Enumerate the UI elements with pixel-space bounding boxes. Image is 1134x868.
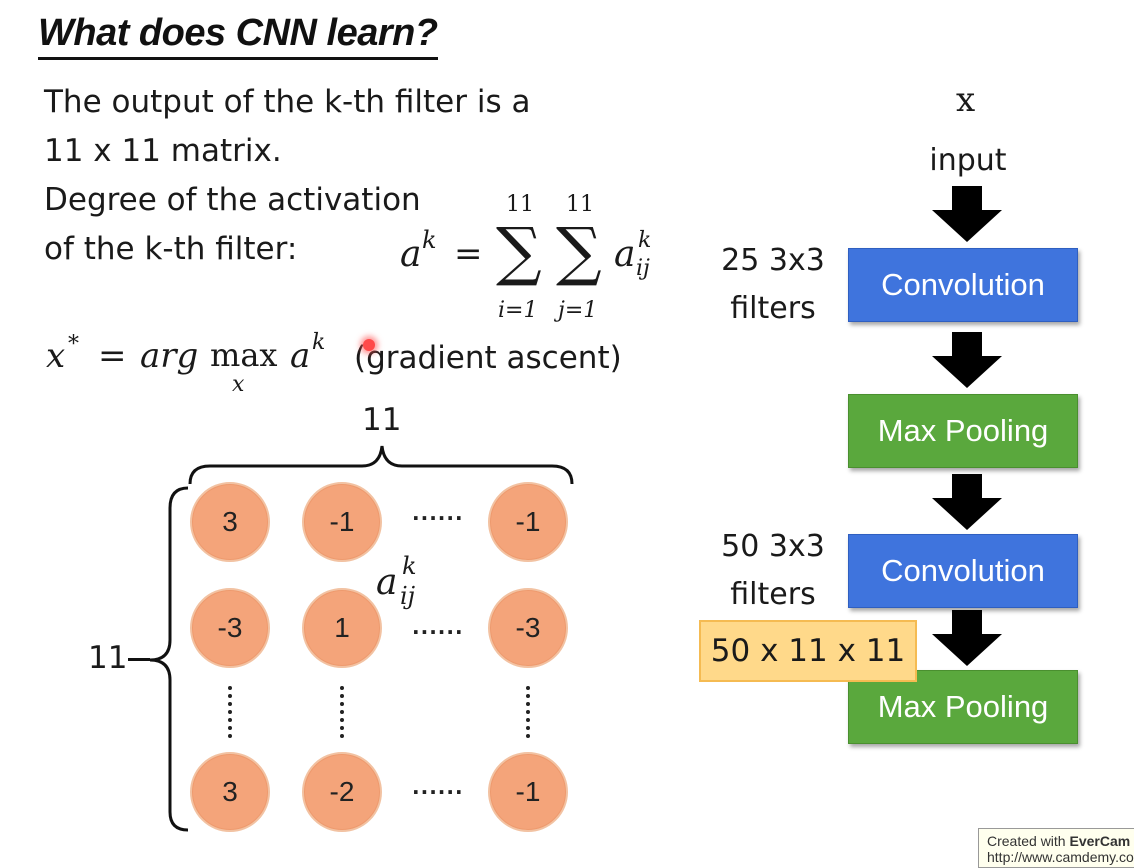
matrix-element-symbol: a k ij [376, 552, 446, 616]
matrix-top-label: 11 [362, 402, 402, 438]
sum2-upper: 11 [566, 192, 594, 217]
argmax-lhs: x [46, 336, 66, 376]
down-arrow-icon [932, 474, 1002, 530]
formula-equals: = [454, 234, 483, 274]
filters1-count: 25 3x3 [721, 243, 825, 278]
matrix-vdots [526, 686, 534, 738]
argmax-max-sub: x [232, 372, 245, 397]
down-arrow-icon [932, 332, 1002, 388]
down-arrow-icon [932, 186, 1002, 242]
argmax-max: max [210, 336, 278, 374]
term-var: a [614, 234, 636, 275]
sum1-lower: i=1 [498, 298, 538, 323]
argmax-var: a [290, 336, 311, 376]
matrix-cell: -2 [302, 752, 382, 832]
watermark-url: http://www.camdemy.com [987, 849, 1134, 865]
gradient-ascent-note: (gradient ascent) [354, 340, 622, 376]
activation-formula: a k = 11 ∑ i=1 11 ∑ j=1 a k ij [398, 190, 678, 330]
input-var: x [956, 80, 976, 120]
argmax-arg: arg [140, 336, 199, 376]
element-sub: ij [400, 582, 416, 610]
conv-block-2: Convolution [848, 534, 1078, 608]
matrix-cell: -3 [190, 588, 270, 668]
text-line-4: of the k-th filter: [44, 231, 298, 267]
element-sup: k [402, 552, 417, 580]
matrix-cell: -1 [302, 482, 382, 562]
matrix-hdots: ······ [412, 620, 464, 644]
watermark-prefix: Created with [987, 833, 1070, 849]
text-line-1: The output of the k-th filter is a [44, 84, 531, 120]
text-line-3: Degree of the activation [44, 182, 421, 218]
top-brace [188, 445, 574, 485]
filters2-label: filters [730, 577, 816, 612]
argmax-equals: = [98, 336, 127, 376]
laser-pointer [363, 339, 375, 351]
argmax-formula: x * = arg max x a k [44, 330, 364, 400]
pool-block-2: Max Pooling [848, 670, 1078, 744]
matrix-cell: -1 [488, 752, 568, 832]
matrix-cell: 1 [302, 588, 382, 668]
filters2-count: 50 3x3 [721, 529, 825, 564]
text-line-2: 11 x 11 matrix. [44, 133, 282, 169]
matrix-cell: -1 [488, 482, 568, 562]
slide-title: What does CNN learn? [38, 12, 438, 60]
input-label: input [929, 143, 1007, 178]
formula-lhs-var: a [400, 234, 422, 275]
term-sup: k [638, 228, 652, 253]
element-var: a [376, 562, 398, 603]
matrix-cell: -3 [488, 588, 568, 668]
matrix-cell: 3 [190, 482, 270, 562]
matrix-cell: 3 [190, 752, 270, 832]
argmax-var-sup: k [312, 330, 326, 355]
left-label-tick [128, 658, 150, 661]
sum1-upper: 11 [506, 192, 534, 217]
sum2-lower: j=1 [558, 298, 598, 323]
sum1-symbol: ∑ [496, 215, 542, 289]
evercam-watermark: Created with EverCam http://www.camdemy.… [978, 828, 1134, 868]
matrix-vdots [340, 686, 348, 738]
pool-block-1: Max Pooling [848, 394, 1078, 468]
conv-block-1: Convolution [848, 248, 1078, 322]
matrix-hdots: ······ [412, 506, 464, 530]
matrix-hdots: ······ [412, 780, 464, 804]
filters1-label: filters [730, 291, 816, 326]
argmax-lhs-sup: * [68, 332, 79, 357]
matrix-left-label: 11 [88, 640, 128, 676]
formula-lhs-sup: k [422, 226, 437, 254]
matrix-vdots [228, 686, 236, 738]
watermark-brand: EverCam [1069, 833, 1131, 849]
sum2-symbol: ∑ [556, 215, 602, 289]
term-sub: ij [636, 256, 650, 281]
left-brace [149, 486, 189, 832]
output-shape-badge: 50 x 11 x 11 [699, 620, 917, 682]
down-arrow-icon [932, 610, 1002, 666]
